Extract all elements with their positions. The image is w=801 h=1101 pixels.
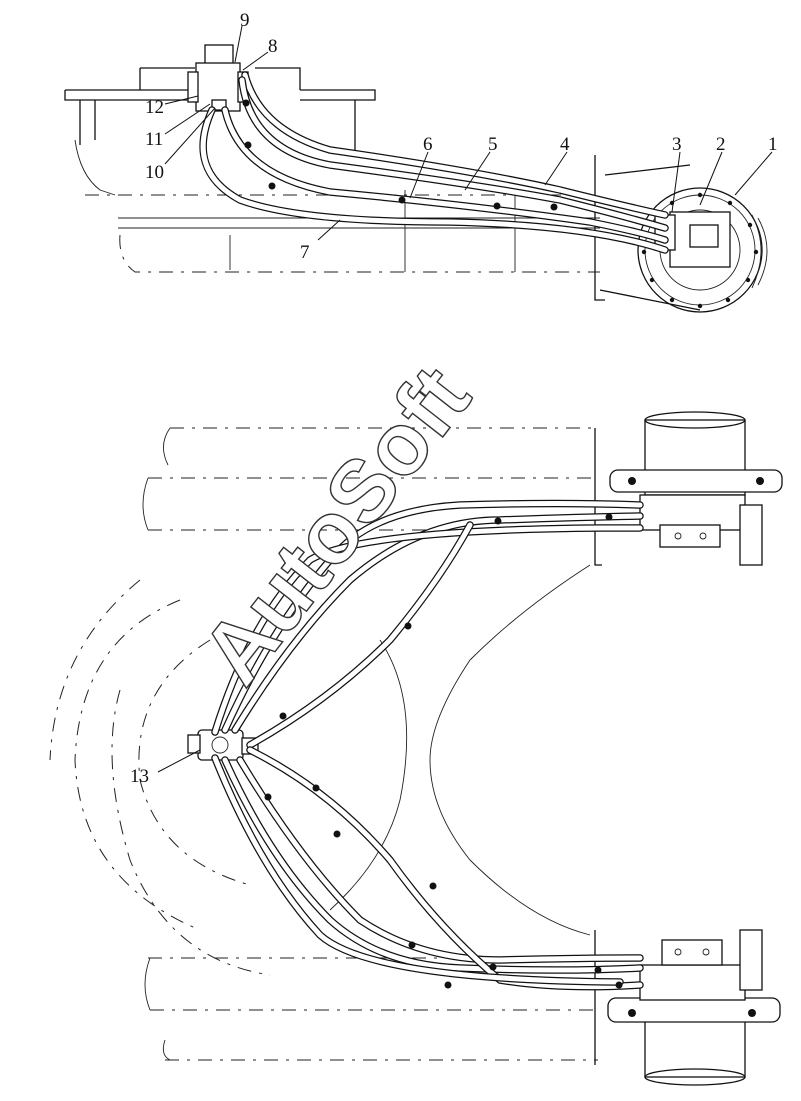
callout-6: 6 <box>423 134 433 155</box>
plan-frame <box>49 427 602 1065</box>
callout-3: 3 <box>672 134 682 155</box>
callout-labels: 1 2 3 4 5 6 7 8 9 10 11 12 13 <box>130 10 778 787</box>
callout-4: 4 <box>560 134 570 155</box>
upper-wheel-drum <box>609 411 783 566</box>
callout-1: 1 <box>768 134 778 155</box>
plan-view <box>49 411 783 1086</box>
side-hoses <box>199 71 669 254</box>
callout-8: 8 <box>268 36 278 57</box>
side-view <box>64 25 773 313</box>
plan-hoses <box>211 499 644 991</box>
callout-13-leader <box>157 749 201 773</box>
callout-11: 11 <box>145 129 163 150</box>
callout-7: 7 <box>300 242 310 263</box>
lower-wheel-drum <box>607 929 781 1086</box>
callout-10: 10 <box>145 162 164 183</box>
side-leaders <box>164 25 773 241</box>
callout-5: 5 <box>488 134 498 155</box>
callout-9: 9 <box>240 10 250 31</box>
callout-2: 2 <box>716 134 726 155</box>
callout-13: 13 <box>130 766 149 787</box>
callout-12: 12 <box>145 97 164 118</box>
wheel-hub <box>637 187 768 313</box>
